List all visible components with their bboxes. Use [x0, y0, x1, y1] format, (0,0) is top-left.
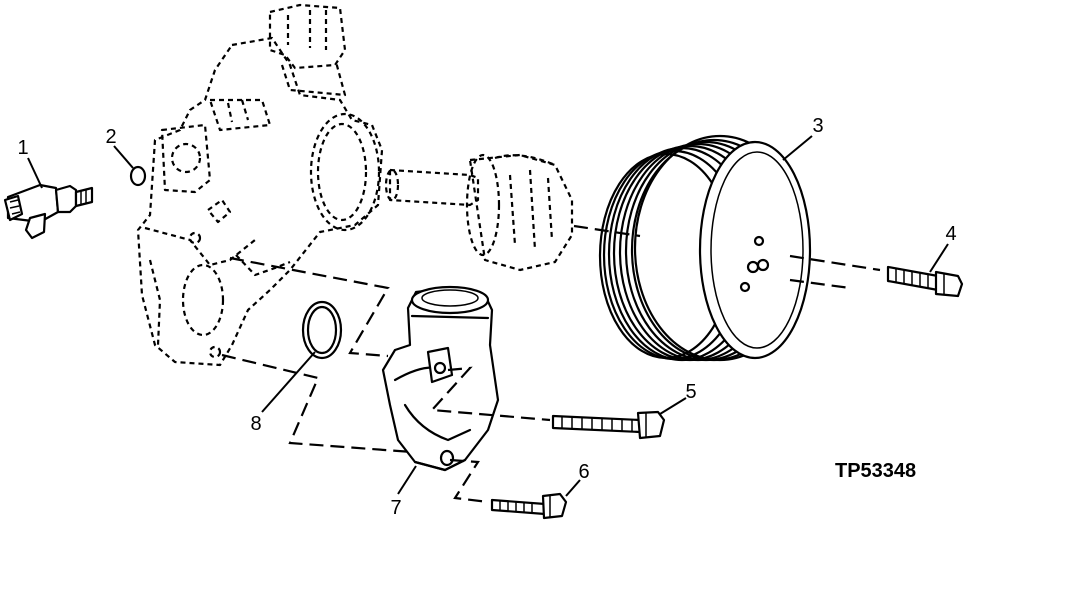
callout-7: 7 [390, 497, 401, 519]
callout-5: 5 [685, 381, 696, 403]
engine-front-housing [136, 3, 384, 367]
centerline-hub-pulley [573, 224, 641, 238]
figure-id: TP53348 [835, 460, 916, 482]
callout-6: 6 [578, 461, 589, 483]
callout-4: 4 [945, 223, 956, 245]
alignment-line-upper [229, 256, 390, 358]
temperature-sensor [3, 183, 94, 240]
water-pump-hub [384, 153, 574, 272]
thermostat-housing [381, 285, 500, 472]
bolt-6-alignment [449, 458, 489, 504]
callout-8: 8 [250, 413, 261, 435]
bolt-4 [789, 254, 964, 298]
callout-1: 1 [17, 137, 28, 159]
sealing-washer [129, 165, 147, 187]
pulley [598, 134, 812, 362]
o-ring [301, 300, 343, 360]
callout-3: 3 [812, 115, 823, 137]
leader-lines [27, 135, 949, 497]
bolt-5-alignment [429, 366, 551, 422]
callout-2: 2 [105, 126, 116, 148]
alignment-line-lower [221, 353, 413, 454]
bolt-6 [490, 492, 568, 520]
bolt-5 [551, 410, 666, 440]
